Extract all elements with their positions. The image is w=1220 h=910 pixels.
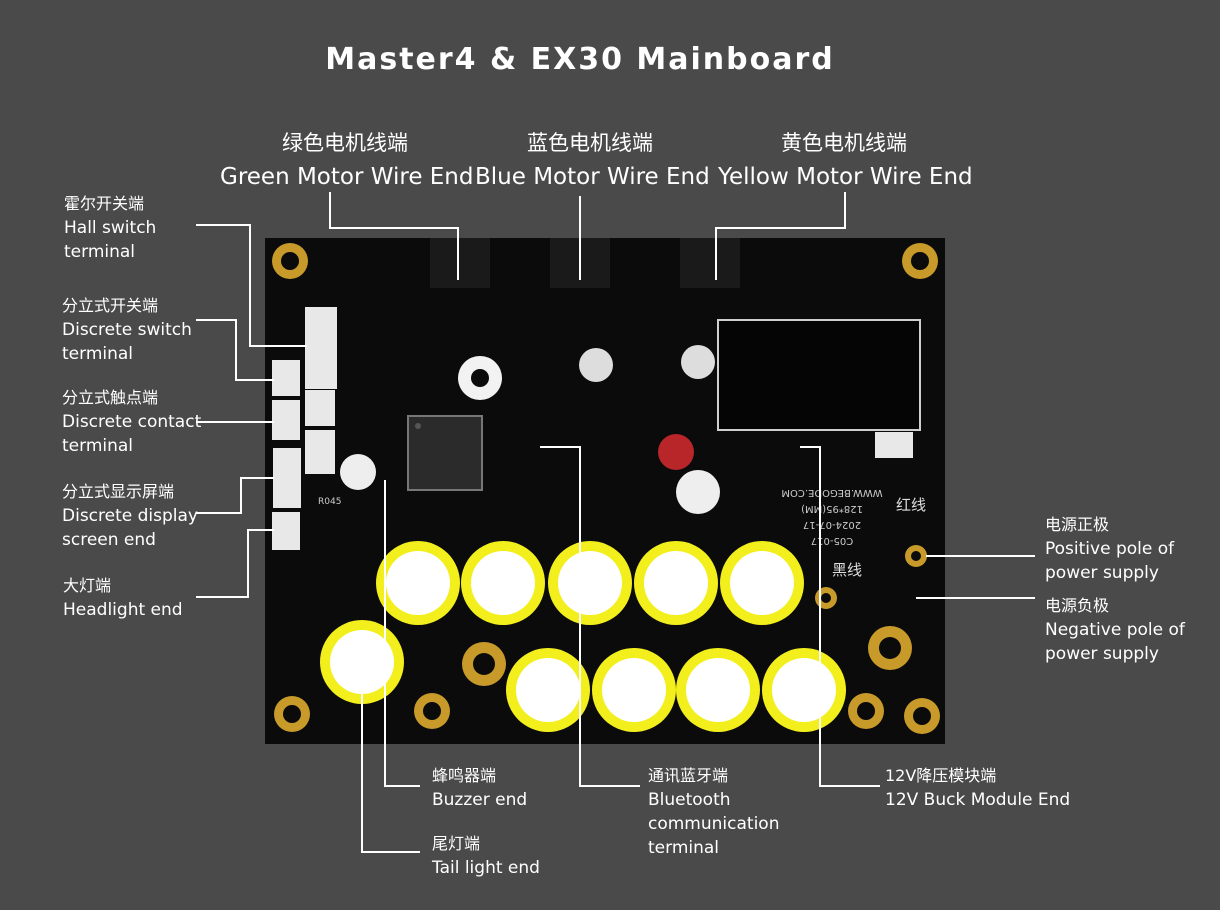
motor-notch-yellow — [680, 238, 740, 288]
silk-code: C05-017 — [811, 535, 853, 546]
silk-red-wire: 红线 — [896, 496, 926, 514]
label-discrete-display: 分立式显示屏端 Discrete display screen end — [62, 480, 198, 552]
label-en-2: terminal — [62, 436, 134, 456]
motor-notch-green — [430, 238, 490, 288]
label-en-2: power supply — [1045, 563, 1159, 583]
silk-black-wire: 黑线 — [832, 561, 862, 579]
label-cn: 蓝色电机线端 — [527, 131, 653, 155]
label-cn: 蜂鸣器端 — [432, 766, 497, 785]
silk-date: 2024-07-17 — [803, 519, 861, 530]
label-yellow-motor: 黄色电机线端 Yellow Motor Wire End — [718, 126, 973, 194]
label-en-2: terminal — [64, 242, 136, 262]
label-en: Green Motor Wire End — [220, 164, 474, 190]
silk-website: WWW.BEGODE.COM — [781, 487, 882, 498]
label-hall-switch: 霍尔开关端 Hall switch terminal — [64, 192, 156, 264]
label-en-1: Headlight end — [63, 600, 183, 620]
label-en-1: Discrete switch — [62, 320, 192, 340]
label-en-2: screen end — [62, 530, 156, 550]
silk-model: 128*95(MM) — [801, 503, 863, 514]
silk-resistor: R045 — [318, 497, 341, 507]
label-en-1: Bluetooth — [648, 790, 731, 810]
label-en-1: Buzzer end — [432, 790, 528, 810]
connector-block — [272, 307, 913, 550]
label-cn: 电源负极 — [1045, 596, 1110, 615]
label-en-2: terminal — [62, 344, 134, 364]
label-tail-light: 尾灯端 Tail light end — [432, 832, 540, 880]
label-12v-buck: 12V降压模块端 12V Buck Module End — [885, 764, 1070, 812]
label-discrete-contact: 分立式触点端 Discrete contact terminal — [62, 386, 201, 458]
label-cn: 通讯蓝牙端 — [648, 766, 729, 785]
label-cn: 电源正极 — [1045, 515, 1110, 534]
label-cn: 分立式显示屏端 — [62, 482, 175, 501]
page-title: Master4 & EX30 Mainboard — [325, 42, 835, 77]
label-blue-motor: 蓝色电机线端 Blue Motor Wire End — [475, 126, 710, 194]
small-capacitor — [340, 345, 720, 514]
label-green-motor: 绿色电机线端 Green Motor Wire End — [220, 126, 474, 194]
leader-lines — [196, 192, 1035, 853]
label-en: Blue Motor Wire End — [475, 164, 710, 190]
label-en-2: communication — [648, 814, 780, 834]
mcu-chip — [407, 415, 483, 491]
label-cn: 12V降压模块端 — [885, 766, 997, 785]
label-cn: 分立式开关端 — [62, 296, 159, 315]
label-cn: 霍尔开关端 — [64, 194, 145, 213]
label-cn: 大灯端 — [63, 576, 112, 595]
label-positive-pole: 电源正极 Positive pole of power supply — [1045, 513, 1174, 585]
label-cn: 黄色电机线端 — [781, 131, 907, 155]
label-en: Yellow Motor Wire End — [718, 164, 973, 190]
label-en-1: Negative pole of — [1045, 620, 1185, 640]
label-en-1: Discrete contact — [62, 412, 202, 432]
label-en-3: terminal — [648, 838, 720, 858]
label-en-1: Tail light end — [432, 858, 540, 878]
label-negative-pole: 电源负极 Negative pole of power supply — [1045, 594, 1185, 666]
label-en-2: power supply — [1045, 644, 1159, 664]
label-headlight: 大灯端 Headlight end — [63, 574, 183, 622]
bulk-capacitor-row-top — [376, 541, 804, 625]
label-cn: 分立式触点端 — [62, 388, 159, 407]
label-cn: 尾灯端 — [432, 834, 481, 853]
label-en-1: 12V Buck Module End — [885, 790, 1071, 810]
label-en-1: Positive pole of — [1045, 539, 1175, 559]
label-en-1: Hall switch — [64, 218, 157, 238]
label-discrete-switch: 分立式开关端 Discrete switch terminal — [62, 294, 192, 366]
buck-module — [717, 319, 921, 431]
label-buzzer: 蜂鸣器端 Buzzer end — [432, 764, 527, 812]
label-bluetooth: 通讯蓝牙端 Bluetooth communication terminal — [648, 764, 779, 860]
label-cn: 绿色电机线端 — [282, 131, 408, 155]
label-en-1: Discrete display — [62, 506, 198, 526]
